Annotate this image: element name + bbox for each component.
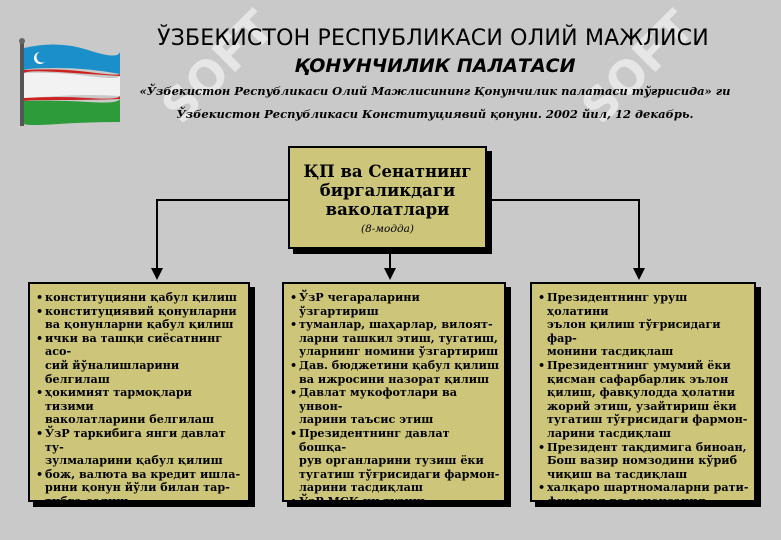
power-list-item: ҳокимият тармоқлари тизими ваколатларини… xyxy=(36,385,244,427)
power-list-item: Президентнинг умумий ёки қисман сафарбар… xyxy=(538,358,750,441)
joint-powers-box: ҚП ва Сенатнинг биргаликдаги ваколатлари… xyxy=(288,146,487,249)
uzbekistan-flag-icon xyxy=(19,38,120,126)
power-list-item: Президентнинг давлат бошқа- рув органлар… xyxy=(290,426,500,495)
powers-column-middle: ЎзР чегараларини ўзгартириштуманлар, шаҳ… xyxy=(282,282,506,502)
power-list-item: Давлат мукофотлари ва унвон- ларини таъс… xyxy=(290,385,500,427)
power-list-item: Президент тақдимига биноан, Бош вазир но… xyxy=(538,440,750,482)
powers-column-right: Президентнинг уруш ҳолатини эълон қилиш … xyxy=(530,282,756,502)
power-list-item: конституцияни қабул қилиш xyxy=(36,290,244,305)
power-list-item: халқаро шартномаларни рати- фикация ва д… xyxy=(538,481,750,500)
power-list-item: ЎзР МСК ни тузиш xyxy=(290,494,500,500)
arrow-right-icon xyxy=(633,268,645,280)
powers-column-left: конституцияни қабул қилишконституциявий … xyxy=(28,282,250,502)
law-reference-line2: Ўзбекистон Республикаси Конституциявий қ… xyxy=(176,107,694,121)
article-reference: (8-модда) xyxy=(360,223,415,235)
arrow-middle-icon xyxy=(384,268,396,280)
page-subtitle: ҚОНУНЧИЛИК ПАЛАТАСИ xyxy=(294,55,576,77)
power-list-item: туманлар, шаҳарлар, вилоят- ларни ташкил… xyxy=(290,317,500,359)
power-list-item: бож, валюта ва кредит ишла- рини қонун й… xyxy=(36,467,244,500)
power-list-item: ЎзР чегараларини ўзгартириш xyxy=(290,290,500,318)
power-list-item: ЎзР таркибига янги давлат ту- зулмаларин… xyxy=(36,426,244,468)
power-list-item: конституциявий қонунларни ва қонунларни … xyxy=(36,304,244,332)
law-reference-line1: «Ўзбекистон Республикаси Олий Мажлисинин… xyxy=(139,84,731,98)
power-list-item: Дав. бюджетини қабул қилиш ва ижросини н… xyxy=(290,358,500,386)
page-title: ЎЗБЕКИСТОН РЕСПУБЛИКАСИ ОЛИЙ МАЖЛИСИ xyxy=(157,26,709,51)
power-list-item: Президентнинг уруш ҳолатини эълон қилиш … xyxy=(538,290,750,359)
arrow-left-icon xyxy=(151,268,163,280)
power-list-item: ички ва ташқи сиёсатнинг асо- сий йўнали… xyxy=(36,331,244,386)
joint-powers-title: ҚП ва Сенатнинг биргаликдаги ваколатлари xyxy=(303,162,472,219)
